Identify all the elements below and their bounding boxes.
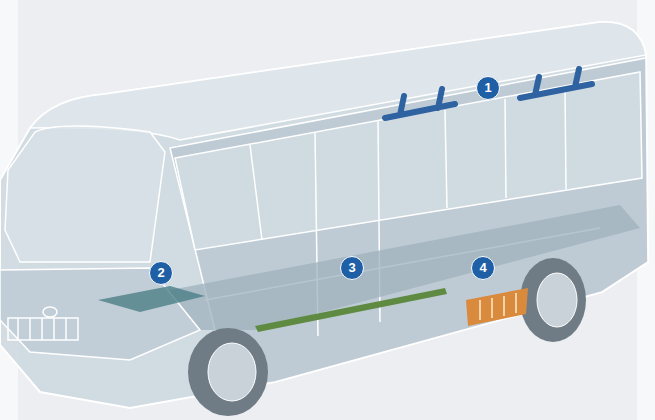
floor-panel xyxy=(98,286,205,312)
heater-body xyxy=(466,288,528,326)
grille-bar xyxy=(53,318,55,340)
heater-fins xyxy=(480,293,516,320)
step-rail xyxy=(255,288,447,332)
bus-body xyxy=(0,22,648,408)
grille-bar xyxy=(65,318,67,340)
rear-wheel xyxy=(520,258,586,342)
grille-bar xyxy=(41,318,43,340)
callout-number: 4 xyxy=(471,256,495,280)
grille xyxy=(8,318,78,340)
callout-number: 2 xyxy=(149,261,173,285)
window-pillar xyxy=(445,110,447,208)
window-pillar xyxy=(505,99,506,198)
window-pillar xyxy=(250,145,262,240)
rear-hub xyxy=(537,273,577,327)
heater-unit xyxy=(466,288,528,326)
bus-front xyxy=(0,268,200,360)
heater-fin xyxy=(503,296,505,316)
front-hub xyxy=(208,343,256,401)
grille-bar xyxy=(29,318,31,340)
emblem xyxy=(43,307,57,317)
front-wheel xyxy=(188,328,268,416)
grille-bar xyxy=(17,318,19,340)
handrail xyxy=(385,89,455,118)
handrail xyxy=(520,69,592,98)
roof-handrails xyxy=(385,69,592,118)
window-pillar xyxy=(565,88,566,189)
heater-fin xyxy=(515,293,517,313)
windshield xyxy=(5,126,165,262)
grille-frame xyxy=(8,318,78,340)
callout-number: 1 xyxy=(476,76,500,100)
heater-fin xyxy=(491,298,493,318)
callout-number: 3 xyxy=(340,256,364,280)
heater-fin xyxy=(479,300,481,320)
